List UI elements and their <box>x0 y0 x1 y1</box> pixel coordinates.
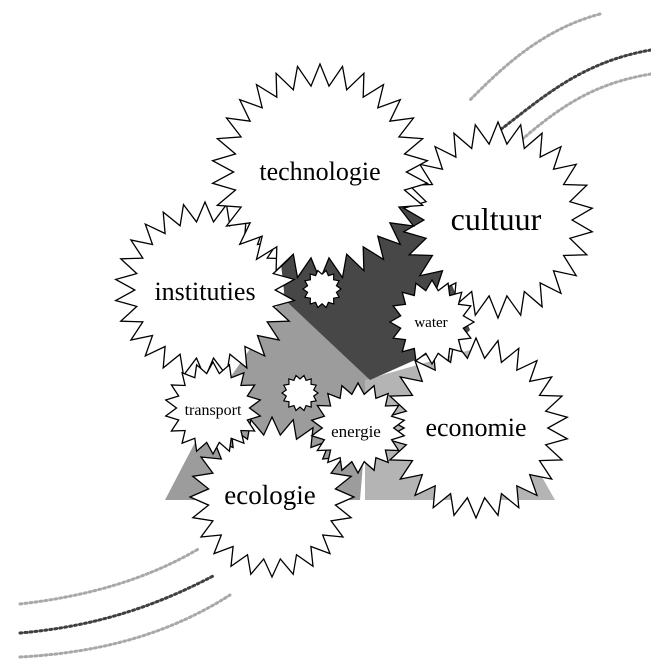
dotted-line-dark-upper <box>498 48 651 132</box>
label-instituties: instituties <box>154 277 255 306</box>
inner-stars <box>280 269 343 412</box>
label-economie: economie <box>425 413 526 442</box>
label-transport: transport <box>185 402 242 419</box>
dotted-line-light-upper <box>468 12 602 102</box>
economie-star <box>382 336 570 520</box>
inner-star-dark <box>301 269 343 309</box>
label-ecologie: ecologie <box>224 480 315 510</box>
label-technologie: technologie <box>259 157 380 186</box>
flow-lines-top-right <box>468 12 651 152</box>
dotted-line-dark-lower <box>18 573 217 635</box>
dotted-line-light-lower-2 <box>18 593 232 659</box>
dotted-line-light-upper-2 <box>508 72 651 152</box>
transport-star <box>164 360 262 456</box>
label-water: water <box>414 315 447 331</box>
label-energie: energie <box>331 422 381 441</box>
flow-lines-bottom-left <box>18 546 232 659</box>
cultuur-star <box>402 120 594 320</box>
label-cultuur: cultuur <box>451 201 542 237</box>
inner-star-mid <box>280 374 320 412</box>
labels: technologie cultuur instituties water tr… <box>154 157 541 510</box>
gear-stars <box>113 62 594 579</box>
energie-star <box>310 381 406 475</box>
dotted-line-light-lower <box>18 546 202 606</box>
water-star <box>388 278 476 366</box>
